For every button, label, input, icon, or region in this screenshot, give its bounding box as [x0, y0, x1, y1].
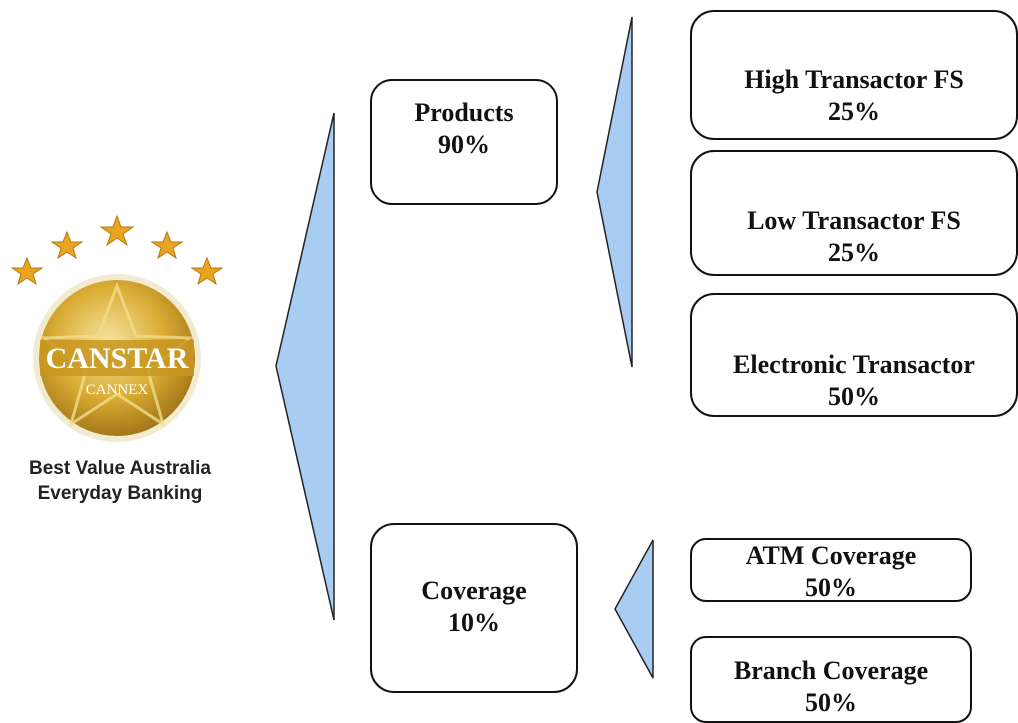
subcategory-label: Electronic Transactor [733, 350, 975, 379]
category-box-coverage: Coverage 10% [370, 523, 578, 693]
award-caption-line1: Best Value Australia [29, 458, 211, 479]
subcategory-weight: 25% [828, 238, 880, 267]
products-bracket-wedge [596, 16, 633, 368]
subcategory-label: High Transactor FS [744, 65, 964, 94]
subcategory-box-electronic-transactor: Electronic Transactor 50% [690, 293, 1018, 417]
subcategory-weight: 50% [805, 688, 857, 717]
star-icon [150, 230, 184, 260]
category-box-products: Products 90% [370, 79, 558, 205]
star-icon [50, 230, 84, 260]
subcategory-weight: 25% [828, 97, 880, 126]
category-label: Products [414, 98, 514, 127]
subcategory-weight: 50% [805, 573, 857, 602]
category-label: Coverage [421, 576, 527, 605]
subcategory-label: Branch Coverage [733, 656, 929, 685]
subcategory-box-low-transactor: Low Transactor FS 25% [690, 150, 1018, 276]
subcategory-box-high-transactor: High Transactor FS 25% [690, 10, 1018, 140]
category-weight: 90% [438, 130, 490, 159]
subcategory-label: Low Transactor FS [747, 206, 961, 235]
star-icon [99, 214, 135, 247]
star-icon [190, 256, 224, 286]
star-icon [10, 256, 44, 286]
canstar-award-logo: CANSTAR CANNEX [10, 214, 224, 442]
coverage-bracket-wedge [614, 539, 654, 679]
award-caption-line2: Everyday Banking [37, 483, 203, 504]
logo-brand-text: CANSTAR [46, 342, 189, 375]
medal-star-icon [39, 281, 195, 428]
star-rating-icon [10, 214, 224, 286]
subcategory-weight: 50% [828, 382, 880, 411]
logo-subbrand-text: CANNEX [86, 382, 149, 398]
main-bracket-wedge [275, 112, 335, 621]
subcategory-label: ATM Coverage [745, 541, 917, 570]
subcategory-box-atm-coverage: ATM Coverage 50% [690, 538, 972, 602]
category-weight: 10% [448, 608, 500, 637]
subcategory-box-branch-coverage: Branch Coverage 50% [690, 636, 972, 723]
